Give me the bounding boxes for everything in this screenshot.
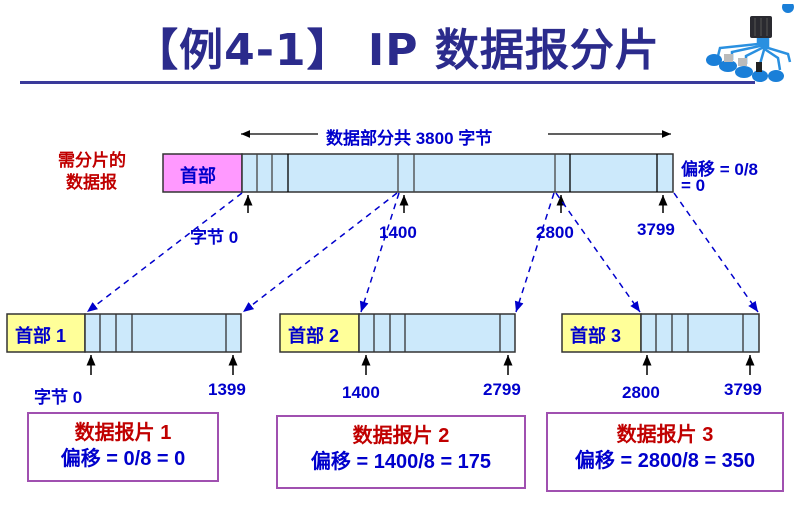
fragment-2-end-label: 2799 [483,380,521,399]
fragment-1-bar [6,313,242,375]
original-offset-line2: = 0 [681,176,706,195]
fragment-3-bar [561,313,760,375]
original-byte-label-1400: 1400 [379,223,417,242]
fragment-3-start-label: 2800 [622,383,660,402]
original-offset-line1: 偏移 = 0/8 [681,160,759,179]
map-line-frag3-start [555,192,641,313]
map-line-frag2-end [514,192,555,313]
network-diagram-icon [706,4,794,82]
page-title: 【例4-1】 IP 数据报分片 [134,25,660,76]
original-data-segment [241,153,674,193]
fragment-1-start-label: 字节 0 [34,388,83,407]
map-line-frag1-end [242,192,398,313]
original-side-label-line2: 数据报 [66,173,117,192]
data-span-label: 数据部分共 3800 字节 [326,129,493,148]
fragment-1-offset: 偏移 = 0/8 = 0 [60,448,186,470]
fragment-3-header-label: 首部 3 [570,326,622,346]
fragment-3-title: 数据报片 3 [616,424,714,446]
fragment-2-summary-box: 数据报片 2 偏移 = 1400/8 = 175 [276,415,526,489]
fragment-2-start-label: 1400 [342,383,380,402]
original-header-label: 首部 [180,166,216,186]
original-side-label-line1: 需分片的 [58,151,126,170]
fragment-3-offset: 偏移 = 2800/8 = 350 [574,450,756,472]
original-byte-label-2800: 2800 [536,223,574,242]
fragment-1-header-label: 首部 1 [15,326,67,346]
title-divider [20,81,755,84]
map-line-frag2-start [359,192,400,313]
fragment-1-summary-box: 数据报片 1 偏移 = 0/8 = 0 [27,412,219,482]
fragment-3-summary-box: 数据报片 3 偏移 = 2800/8 = 350 [546,412,784,492]
fragment-2-bar [279,313,516,375]
original-byte-label-0: 字节 0 [190,228,239,247]
fragment-2-offset: 偏移 = 1400/8 = 175 [310,451,492,473]
fragment-3-end-label: 3799 [724,380,762,399]
map-line-frag1-start [86,192,243,313]
original-byte-label-3799: 3799 [637,220,675,239]
fragment-1-end-label: 1399 [208,380,246,399]
fragment-2-title: 数据报片 2 [352,425,450,447]
map-line-frag3-end [673,192,759,313]
fragment-1-title: 数据报片 1 [74,422,172,444]
fragment-2-header-label: 首部 2 [288,326,340,346]
original-datagram [162,153,674,193]
